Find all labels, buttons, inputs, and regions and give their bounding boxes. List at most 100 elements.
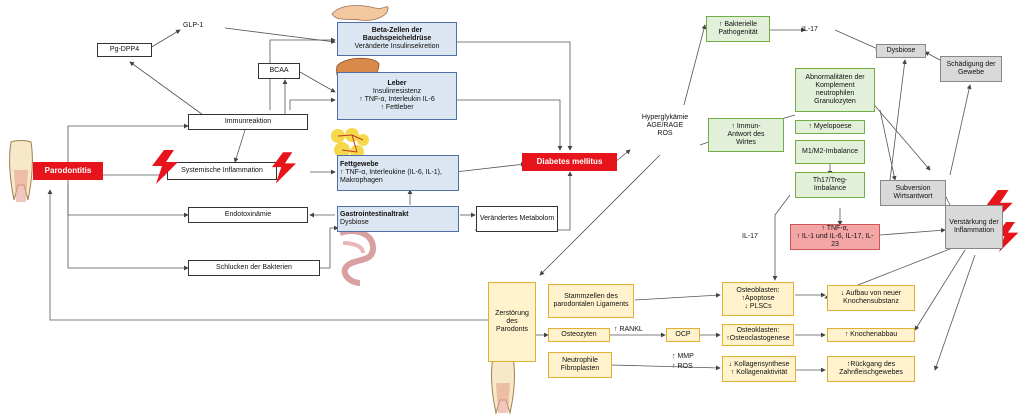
ocp-label: OCP xyxy=(675,331,691,338)
gastro-title: Gastrointestinaltrakt xyxy=(340,211,409,218)
metabolom-label: Verändertes Metabolom xyxy=(479,215,555,222)
schlucken-label: Schlucken der Bakterien xyxy=(216,264,292,271)
fett-l2: Makrophagen xyxy=(340,177,383,184)
dysbiose-label: Dysbiose xyxy=(886,47,916,54)
gastro-sub: Dysbiose xyxy=(340,219,369,226)
intestine-icon xyxy=(339,228,377,286)
immunreaktion-node: Immunreaktion xyxy=(188,114,308,130)
aufbau-label: Aufbau von neuer Knochensubstanz xyxy=(843,290,902,305)
mmp-text: MMP xyxy=(677,353,694,360)
subversion-box: Subversion Wirtsantwort xyxy=(880,180,946,206)
hyperglycemia-node: Hyperglykämie AGE/RAGE ROS xyxy=(630,105,700,147)
tnf-l2: IL-1 und IL-6, IL-17, IL-23 xyxy=(801,233,874,248)
abnorm-label: Abnormalitäten der Komplement neutrophil… xyxy=(805,74,865,105)
bakt-label: Bakterielle Pathogenität xyxy=(718,21,758,36)
ros-label: ↑ ROS xyxy=(672,363,693,370)
pg-dpp4-label: Pg-DPP4 xyxy=(109,46,140,53)
kollagen-l1: Kollagensynthese xyxy=(734,361,790,368)
stammzellen-label: Stammzellen des parodontalen Ligaments xyxy=(553,293,629,308)
neutrophile-box: Neutrophile Fibroplasten xyxy=(548,352,612,378)
endotoxinaemie-label: Endotoxinämie xyxy=(224,211,272,218)
osteoblasten-l1: Apoptose xyxy=(744,295,775,302)
myelopoese-label: Myelopoese xyxy=(813,123,852,130)
knochenabbau-label: Knochenabbau xyxy=(850,331,898,338)
lightning-icon xyxy=(272,152,296,184)
zerstoerung-box: Zerstörung des Parodonts xyxy=(488,282,536,362)
kollagen-box: ↓ Kollagensynthese ↑ Kollagenaktivität xyxy=(722,356,796,382)
pg-dpp4-node: Pg-DPP4 xyxy=(97,43,152,57)
th17-label: Th17/Treg-Imbalance xyxy=(812,177,848,192)
immun-antwort-box: ↑ Immun- Antwort des Wirtes xyxy=(708,118,784,152)
m1m2-box: M1/M2-Imbalance xyxy=(795,140,865,164)
immun-l3: Wirtes xyxy=(736,139,756,146)
fett-l1: TNF-α, Interleukine (IL-6, IL-1), xyxy=(345,169,442,176)
rueckgang-label: Rückgang des Zahnfleischgewebes xyxy=(839,361,903,376)
tooth-icon xyxy=(9,140,33,202)
hyper-l1: Hyperglykämie xyxy=(641,114,689,121)
il17-top-label: IL-17 xyxy=(802,26,818,33)
rankl-text: RANKL xyxy=(619,326,643,333)
diabetes-label: Diabetes mellitus xyxy=(536,157,603,166)
bcaa-label: BCAA xyxy=(269,67,289,74)
verstaerkung-box: Verstärkung der Inflammation xyxy=(945,205,1003,249)
immunreaktion-label: Immunreaktion xyxy=(224,118,272,125)
osteoblasten-l2: PLSCs xyxy=(749,303,772,310)
schaedigung-box: Schädigung der Gewebe xyxy=(940,56,1002,82)
il17-mid-label: IL-17 xyxy=(742,233,758,240)
endotoxinaemie-node: Endotoxinämie xyxy=(188,207,308,223)
parodontitis-label: Parodontitis xyxy=(44,166,92,175)
verstaerkung-label: Verstärkung der Inflammation xyxy=(949,219,999,234)
hyper-l2: AGE/RAGE xyxy=(646,122,684,129)
osteozyten-box: Osteozyten xyxy=(548,328,610,342)
schlucken-node: Schlucken der Bakterien xyxy=(188,260,320,276)
systemische-inflammation-node: Systemische Inflammation xyxy=(167,162,277,180)
osteozyten-label: Osteozyten xyxy=(561,331,597,338)
immun-l1: Immun- xyxy=(736,123,761,130)
systemische-label: Systemische Inflammation xyxy=(181,167,263,174)
subversion-label: Subversion Wirtsantwort xyxy=(893,185,933,200)
bcaa-node: BCAA xyxy=(258,63,300,79)
m1m2-label: M1/M2-Imbalance xyxy=(801,148,859,155)
beta-title: Beta-Zellen der Bauchspeicheldrüse xyxy=(362,27,432,42)
tnf-box: ↑ TNF-α, ↑ IL-1 und IL-6, IL-17, IL-23 xyxy=(790,224,880,250)
lightning-icon xyxy=(152,150,178,184)
kollagen-l2: Kollagenaktivität xyxy=(736,369,788,376)
osteoklasten-title: Osteoklasten: xyxy=(736,327,780,334)
osteoklasten-l1: Osteoclastogenese xyxy=(729,335,790,342)
tnf-l1: TNF-α, xyxy=(826,225,849,232)
neutrophile-label: Neutrophile Fibroplasten xyxy=(560,357,600,372)
leber-l2: TNF-α, Interleukin IL-6 xyxy=(364,96,435,103)
leber-l3: Fettleber xyxy=(385,104,414,111)
osteoblasten-box: Osteoblasten: ↑Apoptose ↓ PLSCs xyxy=(722,282,794,316)
glp1-label: GLP-1 xyxy=(183,22,204,29)
parodontitis-node: Parodontitis xyxy=(33,162,103,180)
dysbiose-box: Dysbiose xyxy=(876,44,926,58)
myelopoese-box: ↑ Myelopoese xyxy=(795,120,865,134)
rueckgang-box: ↑Rückgang des Zahnfleischgewebes xyxy=(827,356,915,382)
rankl-label: ↑ RANKL xyxy=(614,326,643,333)
hyper-l3: ROS xyxy=(657,130,673,137)
fett-title: Fettgewebe xyxy=(340,161,379,168)
knochenabbau-box: ↑ Knochenabbau xyxy=(827,328,915,342)
pancreas-icon xyxy=(331,5,389,21)
diabetes-node: Diabetes mellitus xyxy=(522,153,617,171)
stammzellen-box: Stammzellen des parodontalen Ligaments xyxy=(548,284,634,318)
bakterielle-box: ↑ Bakterielle Pathogenität xyxy=(706,16,770,42)
schaedigung-label: Schädigung der Gewebe xyxy=(946,61,996,76)
leber-l1: Insulinresistenz xyxy=(372,88,422,95)
mmp-label: ↑ MMP xyxy=(672,353,694,360)
beta-sub: Veränderte Insulinsekretion xyxy=(354,43,440,50)
leber-title: Leber xyxy=(387,80,407,87)
ocp-box: OCP xyxy=(666,328,700,342)
osteoblasten-title: Osteoblasten: xyxy=(736,287,780,294)
immun-l2: Antwort des xyxy=(727,131,765,138)
th17-box: Th17/Treg-Imbalance xyxy=(795,172,865,198)
beta-cells-box: Beta-Zellen der Bauchspeicheldrüse Verän… xyxy=(337,22,457,56)
fat-tissue-icon xyxy=(331,128,369,159)
gastro-box: Gastrointestinaltrakt Dysbiose xyxy=(337,206,459,232)
ros-text: ROS xyxy=(677,363,693,370)
metabolom-node: Verändertes Metabolom xyxy=(476,206,558,232)
aufbau-box: ↓ Aufbau von neuer Knochensubstanz xyxy=(827,285,915,311)
liver-box: Leber Insulinresistenz ↑ TNF-α, Interleu… xyxy=(337,72,457,120)
abnormalitaeten-box: Abnormalitäten der Komplement neutrophil… xyxy=(795,68,875,112)
